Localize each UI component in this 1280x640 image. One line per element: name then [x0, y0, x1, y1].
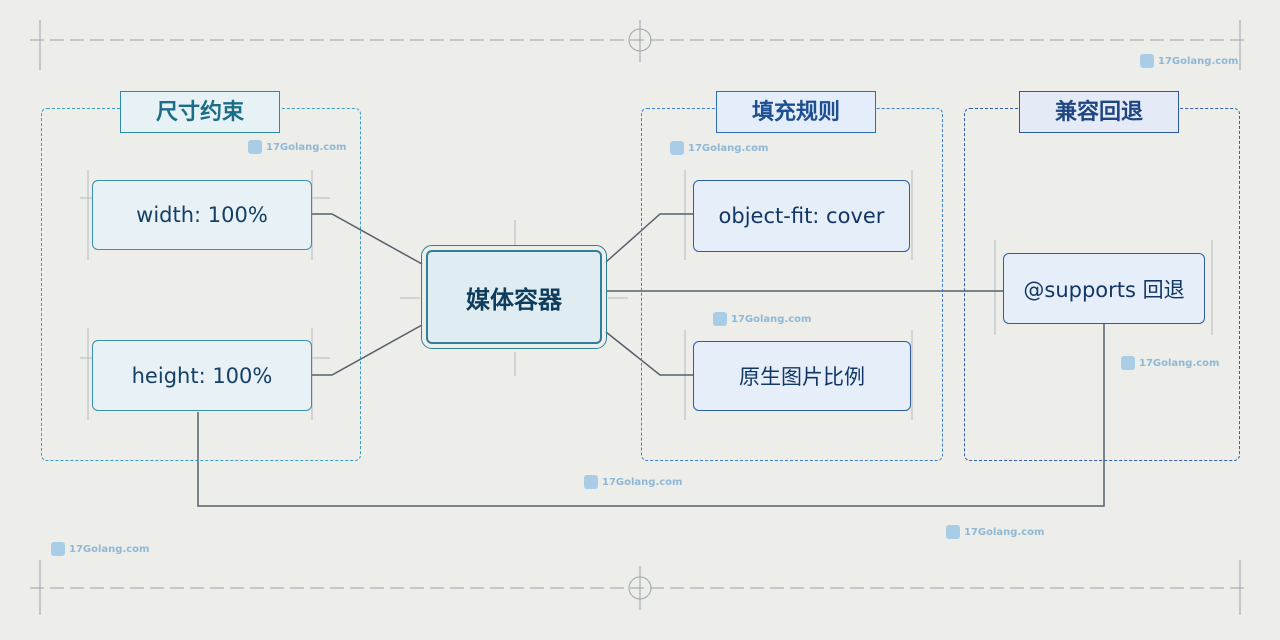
watermark-text: 17Golang.com	[602, 476, 683, 488]
watermark: 17Golang.com	[248, 140, 346, 154]
watermark: 17Golang.com	[1140, 54, 1238, 68]
blueprint-frame	[30, 20, 1250, 615]
watermark: 17Golang.com	[1121, 356, 1219, 370]
watermark-text: 17Golang.com	[964, 526, 1045, 538]
watermark-text: 17Golang.com	[69, 543, 150, 555]
height-node: height: 100%	[92, 340, 312, 411]
media-container-node: 媒体容器	[421, 245, 607, 349]
object-fit-node: object-fit: cover	[693, 180, 910, 252]
watermark: 17Golang.com	[670, 141, 768, 155]
native-ratio-node: 原生图片比例	[693, 341, 911, 411]
watermark: 17Golang.com	[713, 312, 811, 326]
watermark-logo-icon	[670, 141, 684, 155]
watermark-logo-icon	[1140, 54, 1154, 68]
watermark-logo-icon	[248, 140, 262, 154]
width-node: width: 100%	[92, 180, 312, 250]
supports-fallback-node: @supports 回退	[1003, 253, 1205, 324]
watermark: 17Golang.com	[946, 525, 1044, 539]
watermark-logo-icon	[946, 525, 960, 539]
fallback-title: 兼容回退	[1019, 91, 1179, 133]
watermark-logo-icon	[713, 312, 727, 326]
connector-lines	[197, 213, 1105, 507]
fill-rules-title: 填充规则	[716, 91, 876, 133]
watermark-logo-icon	[51, 542, 65, 556]
watermark: 17Golang.com	[51, 542, 149, 556]
watermark-text: 17Golang.com	[731, 313, 812, 325]
watermark-text: 17Golang.com	[1158, 55, 1239, 67]
size-constraints-title: 尺寸约束	[120, 91, 280, 133]
watermark-logo-icon	[1121, 356, 1135, 370]
watermark-text: 17Golang.com	[688, 142, 769, 154]
watermark-text: 17Golang.com	[266, 141, 347, 153]
watermark-logo-icon	[584, 475, 598, 489]
watermark-text: 17Golang.com	[1139, 357, 1220, 369]
watermark: 17Golang.com	[584, 475, 682, 489]
